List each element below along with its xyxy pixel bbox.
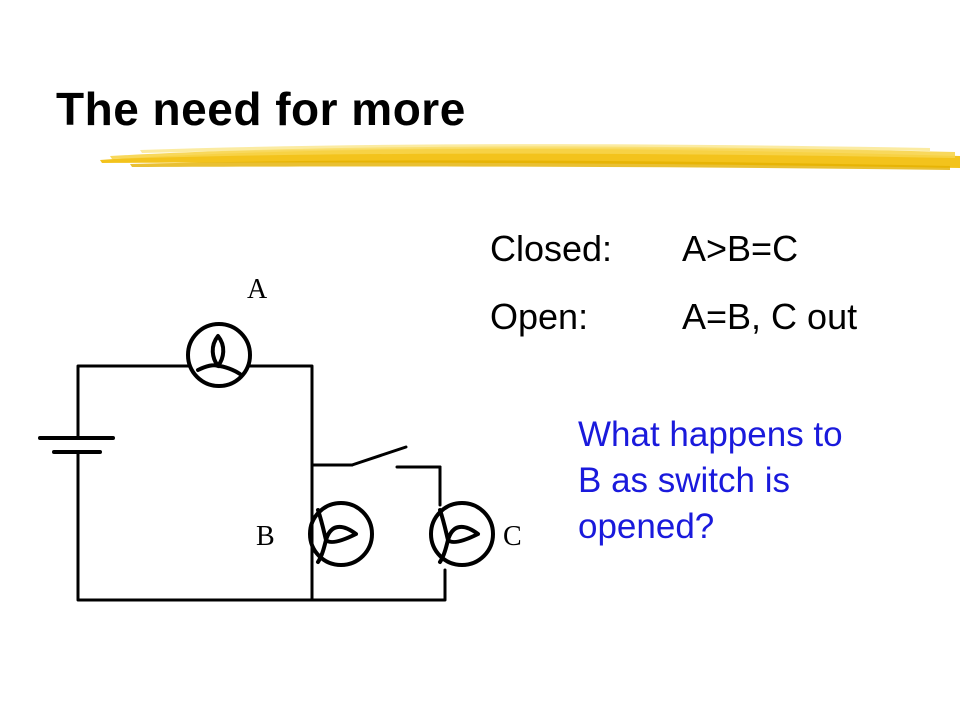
circuit-wires — [76, 364, 447, 602]
slide-title: The need for more — [56, 83, 466, 135]
open-state-label: Open: — [490, 296, 589, 337]
switch-symbol — [350, 445, 408, 467]
question-text: What happens to B as switch is opened? — [578, 412, 938, 550]
closed-state-value: A>B=C — [682, 228, 799, 269]
open-state-value: A=B, C out — [682, 296, 858, 337]
question-line-3: opened? — [578, 507, 715, 546]
question-line-2: B as switch is — [578, 461, 790, 500]
bulb-b — [308, 501, 374, 567]
bulb-a — [186, 322, 252, 388]
bulb-a-label: A — [247, 274, 268, 305]
bulb-c-label: C — [503, 521, 522, 552]
bulb-c — [429, 501, 495, 567]
battery-symbol — [38, 436, 115, 454]
bulb-b-label: B — [256, 521, 275, 552]
closed-state-label: Closed: — [490, 228, 613, 269]
question-line-1: What happens to — [578, 415, 843, 454]
